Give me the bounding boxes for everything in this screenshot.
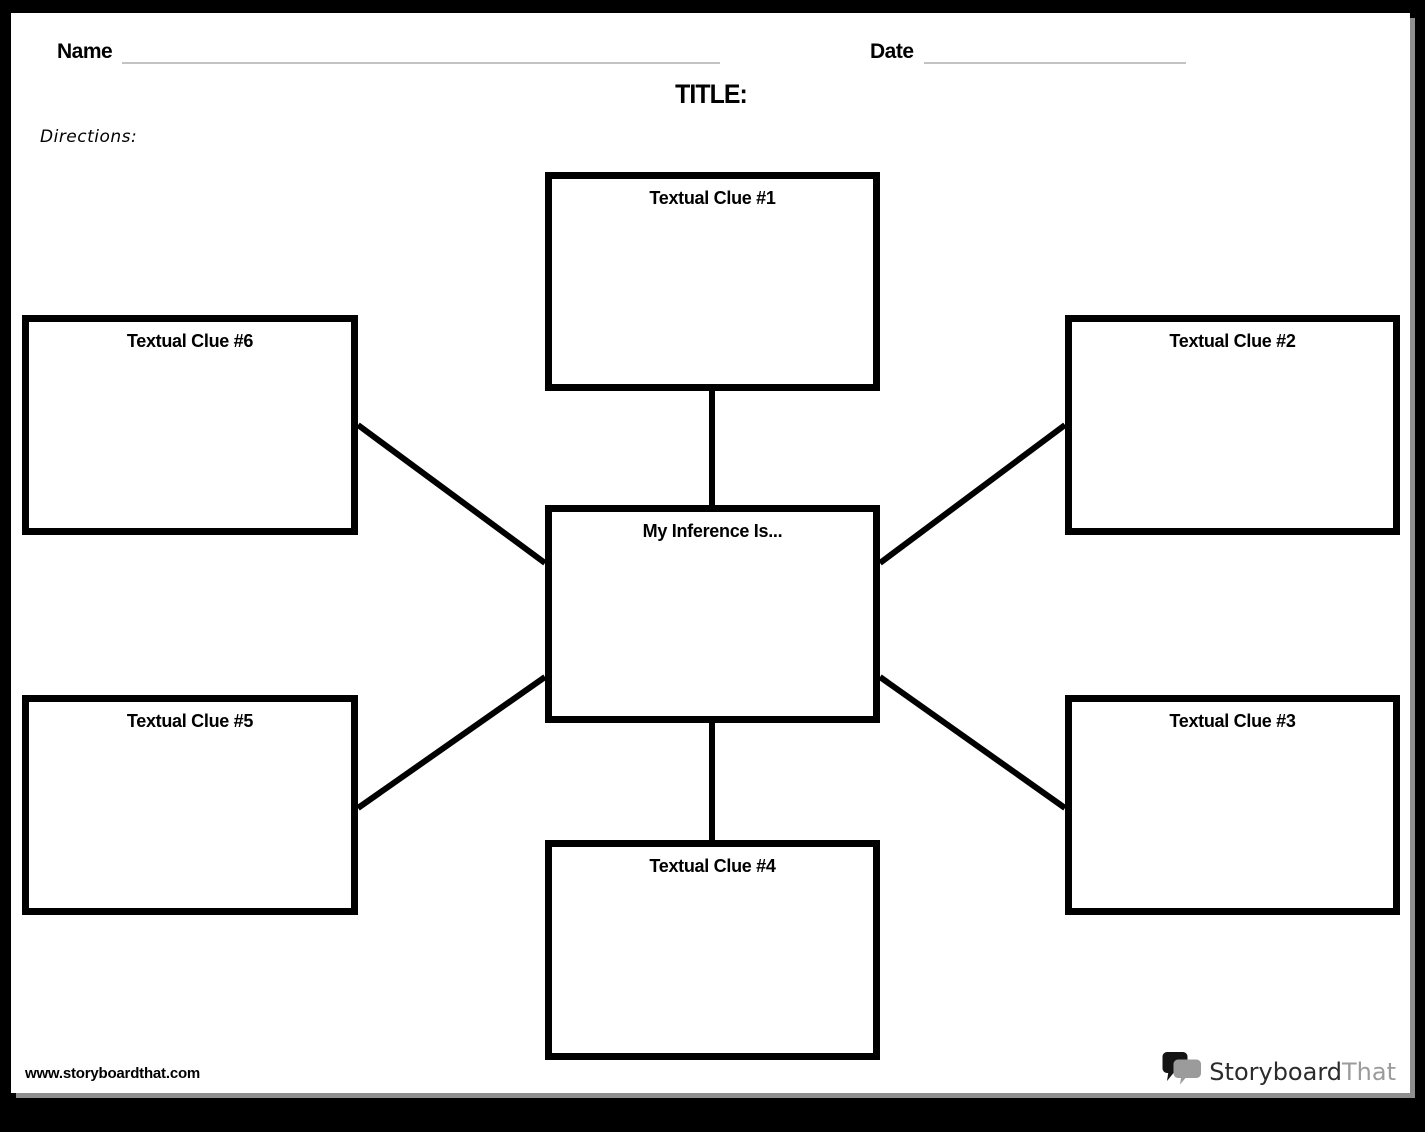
date-field: Date xyxy=(870,41,1186,64)
textual-clue-5-box[interactable]: Textual Clue #5 xyxy=(22,695,358,915)
connector-clue2 xyxy=(878,422,1067,566)
textual-clue-4-label: Textual Clue #4 xyxy=(649,856,776,876)
directions-label: Directions: xyxy=(40,127,138,147)
connector-clue6 xyxy=(356,422,547,566)
logo-text-primary: Storyboard xyxy=(1209,1057,1342,1086)
inference-box-label: My Inference Is... xyxy=(642,521,783,541)
connector-clue3 xyxy=(878,674,1067,811)
textual-clue-2-box[interactable]: Textual Clue #2 xyxy=(1065,315,1400,535)
worksheet-page: Name Date TITLE: Directions: My Inferenc… xyxy=(11,13,1410,1093)
connector-lines xyxy=(356,390,1067,840)
logo-text-secondary: That xyxy=(1342,1057,1396,1086)
textual-clue-1-box[interactable]: Textual Clue #1 xyxy=(545,172,880,391)
textual-clue-5-label: Textual Clue #5 xyxy=(126,711,254,731)
name-label: Name xyxy=(57,40,113,63)
storyboardthat-logo: StoryboardThat xyxy=(1162,1051,1396,1092)
name-input-line[interactable] xyxy=(122,42,721,64)
textual-clue-3-box[interactable]: Textual Clue #3 xyxy=(1065,695,1400,915)
textual-clue-4-box[interactable]: Textual Clue #4 xyxy=(545,840,880,1060)
textual-clue-1-label: Textual Clue #1 xyxy=(649,188,776,208)
page-title: TITLE: xyxy=(674,79,748,109)
footer-website-url: www.storyboardthat.com xyxy=(25,1065,201,1082)
inference-box[interactable]: My Inference Is... xyxy=(545,505,880,723)
textual-clue-3-label: Textual Clue #3 xyxy=(1169,711,1296,731)
textual-clue-2-label: Textual Clue #2 xyxy=(1169,331,1296,351)
textual-clue-6-box[interactable]: Textual Clue #6 xyxy=(22,315,358,535)
logo-wordmark: StoryboardThat xyxy=(1209,1060,1396,1084)
textual-clue-6-label: Textual Clue #6 xyxy=(126,331,254,351)
name-field: Name xyxy=(57,40,721,64)
date-input-line[interactable] xyxy=(923,42,1186,64)
speech-bubbles-icon xyxy=(1162,1051,1202,1092)
date-label: Date xyxy=(870,40,914,63)
connector-clue5 xyxy=(356,674,547,811)
